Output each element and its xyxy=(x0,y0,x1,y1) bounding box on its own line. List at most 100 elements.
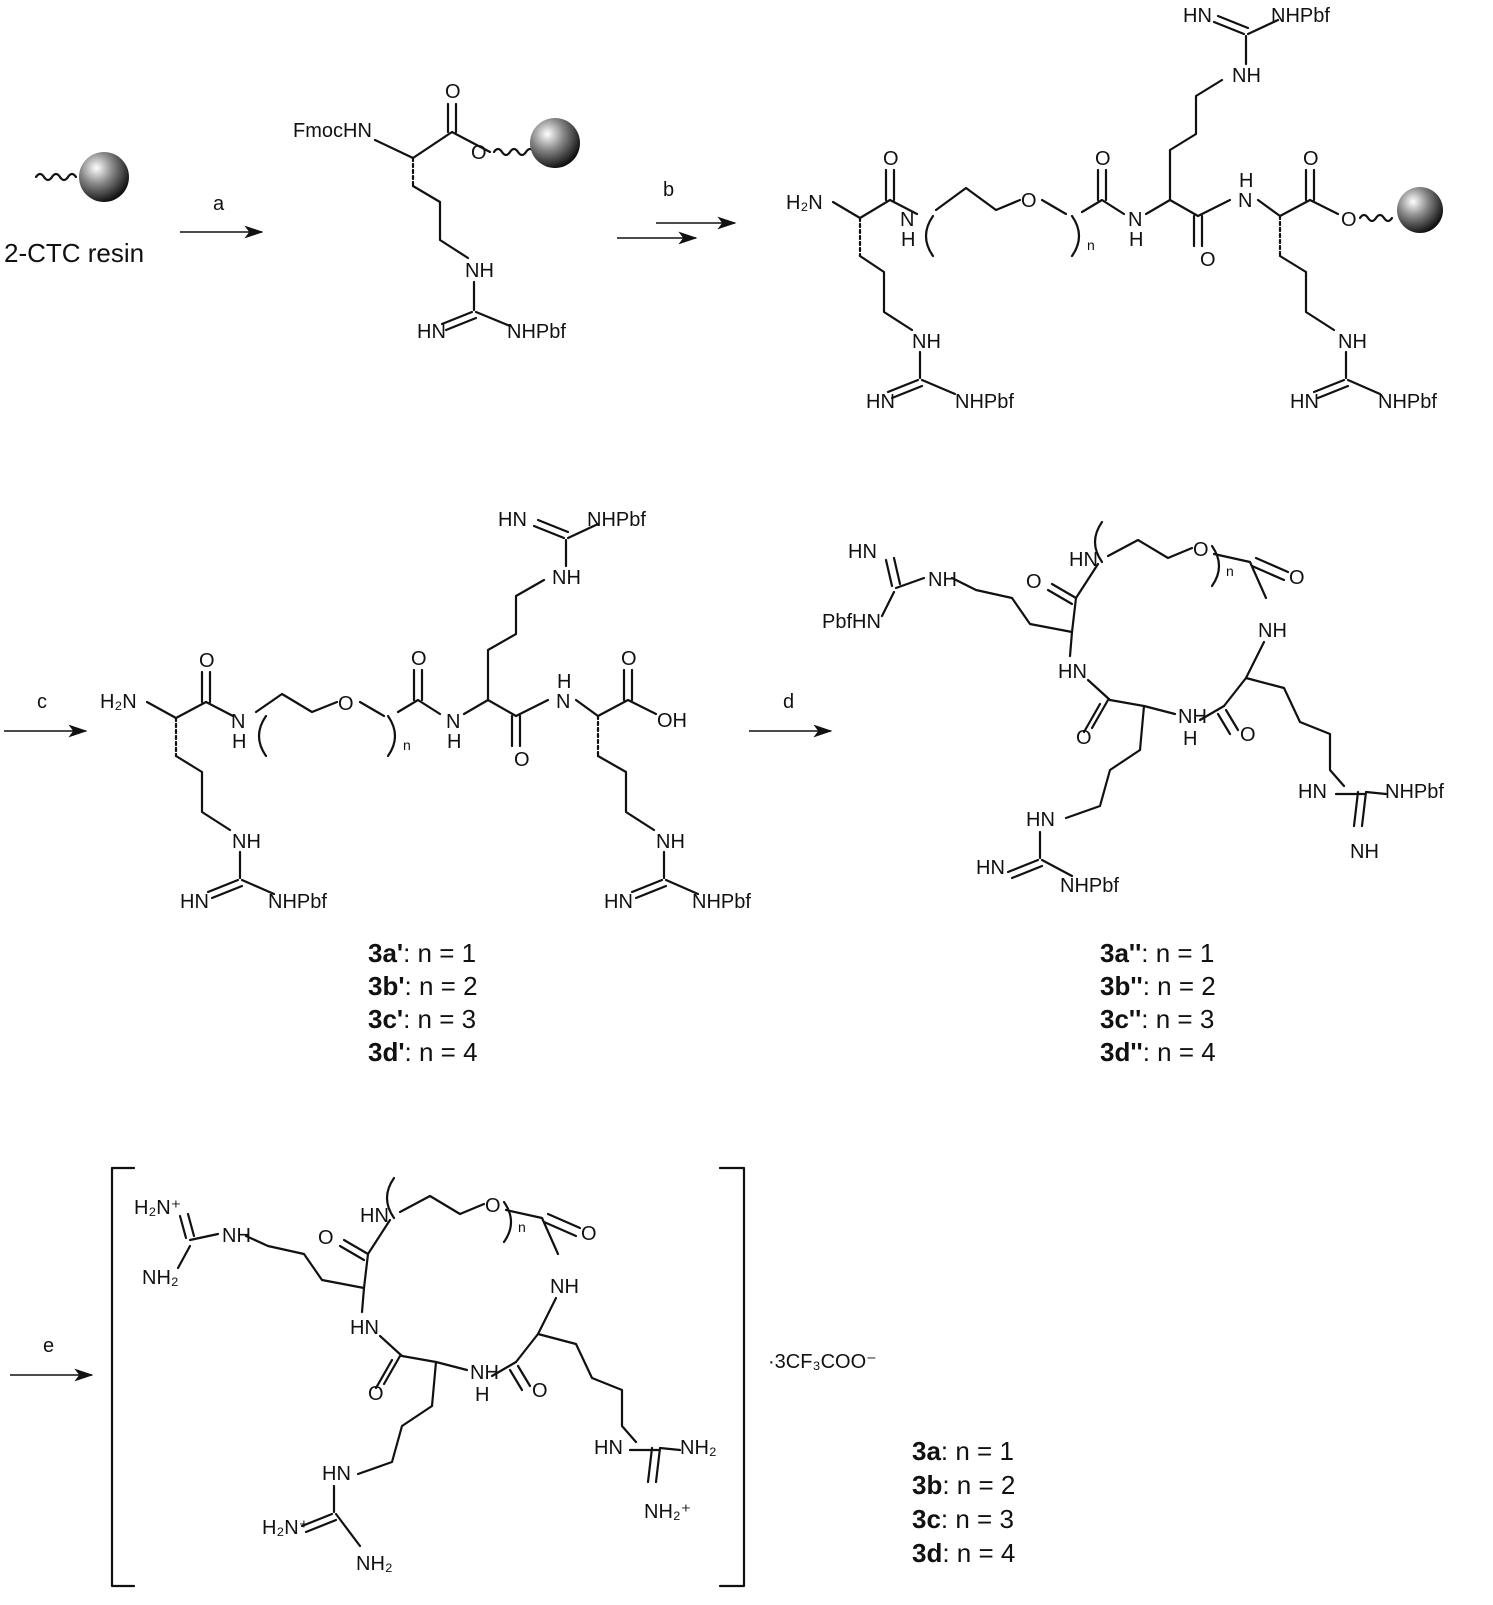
atom-label: NH xyxy=(552,567,581,589)
atom-label: H xyxy=(232,731,246,753)
resin-structure: 2-CTC resin xyxy=(4,152,144,268)
repeat-label: n xyxy=(403,737,411,753)
fmoc-arg-resin-structure: FmocHN O O NH HN NHPbf xyxy=(293,81,580,343)
atom-label: HN xyxy=(180,891,209,913)
atom-label: N xyxy=(1238,190,1252,212)
atom-label: FmocHN xyxy=(293,120,372,142)
atom-label: O xyxy=(471,142,487,164)
step-d: d xyxy=(749,691,833,738)
atom-label: NHPbf xyxy=(268,891,327,913)
atom-label: H₂N xyxy=(100,691,137,713)
atom-label: H xyxy=(475,1384,489,1406)
svg-text:3b: n = 2: 3b: n = 2 xyxy=(912,1470,1015,1500)
atom-label: H₂N xyxy=(786,192,823,214)
svg-text:3c: n = 3: 3c: n = 3 xyxy=(912,1504,1014,1534)
atom-label: H₂N⁺ xyxy=(262,1517,309,1539)
atom-label: HN xyxy=(360,1205,389,1227)
svg-text:3a': n = 1: 3a': n = 1 xyxy=(368,938,476,968)
atom-label: O xyxy=(581,1223,597,1245)
step-label: d xyxy=(783,691,794,713)
atom-label: H xyxy=(557,671,571,693)
atom-label: H₂N⁺ xyxy=(134,1197,181,1219)
atom-label: N xyxy=(446,711,460,733)
atom-label: O xyxy=(338,693,354,715)
atom-label: O xyxy=(1341,209,1357,231)
svg-text:3c': n = 3: 3c': n = 3 xyxy=(368,1004,476,1034)
atom-label: HN xyxy=(1298,781,1327,803)
right-bracket xyxy=(718,1166,746,1588)
resin-bead-icon xyxy=(530,118,580,168)
svg-text:3d'': n = 4: 3d'': n = 4 xyxy=(1100,1037,1216,1067)
deprotected-cyclic-peptide: HN O n O NH O NH H O HN O NH H₂N⁺ NH₂ HN… xyxy=(134,1176,717,1575)
atom-label: NH xyxy=(1232,65,1261,87)
atom-label: H xyxy=(901,229,915,251)
atom-label: O xyxy=(532,1380,548,1402)
atom-label: NH₂ xyxy=(142,1267,179,1289)
atom-label: O xyxy=(199,650,215,672)
atom-label: HN xyxy=(1069,549,1098,571)
atom-label: N xyxy=(231,711,245,733)
atom-label: O xyxy=(485,1195,501,1217)
resin-bound-linear-peptide: H₂N O N H O n O N H O N H O O NH HN NHPb… xyxy=(786,5,1443,413)
svg-text:3b'': n = 2: 3b'': n = 2 xyxy=(1100,971,1216,1001)
atom-label: NH xyxy=(222,1225,251,1247)
atom-label: NH xyxy=(1350,841,1379,863)
atom-label: NH xyxy=(550,1276,579,1298)
atom-label: NHPbf xyxy=(1060,875,1119,897)
compound-list-prime: 3a': n = 1 3b': n = 2 3c': n = 3 3d': n … xyxy=(368,938,478,1067)
atom-label: NH xyxy=(1258,620,1287,642)
atom-label: O xyxy=(445,81,461,103)
atom-label: HN xyxy=(866,391,895,413)
atom-label: HN xyxy=(976,857,1005,879)
atom-label: NHPbf xyxy=(692,891,751,913)
svg-text:3a: n = 1: 3a: n = 1 xyxy=(912,1436,1014,1466)
atom-label: NH₂ xyxy=(356,1553,393,1575)
atom-label: NH xyxy=(232,831,261,853)
atom-label: NHPbf xyxy=(1271,5,1330,27)
atom-label: H xyxy=(1129,229,1143,251)
atom-label: O xyxy=(514,749,530,771)
atom-label: O xyxy=(368,1383,384,1405)
atom-label: NHPbf xyxy=(1378,391,1437,413)
linear-peptide-acid: H₂N O N H O n O N H O N H O OH NH HN NHP… xyxy=(100,509,751,913)
atom-label: H xyxy=(1183,728,1197,750)
atom-label: O xyxy=(1303,148,1319,170)
step-label: b xyxy=(663,179,674,201)
atom-label: OH xyxy=(657,710,687,732)
atom-label: PbfHN xyxy=(822,611,881,633)
repeat-label: n xyxy=(1226,563,1234,579)
atom-label: HN xyxy=(1183,5,1212,27)
svg-text:3a'': n = 1: 3a'': n = 1 xyxy=(1100,938,1214,968)
atom-label: HN xyxy=(417,321,446,343)
atom-label: HN xyxy=(604,891,633,913)
step-b: b xyxy=(617,179,737,245)
atom-label: NH xyxy=(656,831,685,853)
svg-text:3d: n = 4: 3d: n = 4 xyxy=(912,1538,1015,1568)
atom-label: O xyxy=(1026,571,1042,593)
atom-label: O xyxy=(1095,148,1111,170)
resin-bead-icon xyxy=(79,152,129,202)
atom-label: H xyxy=(1239,170,1253,192)
repeat-label: n xyxy=(1087,237,1095,253)
resin-label: 2-CTC resin xyxy=(4,238,144,268)
step-c: c xyxy=(4,691,88,738)
compound-list-final: 3a: n = 1 3b: n = 2 3c: n = 3 3d: n = 4 xyxy=(912,1436,1015,1568)
atom-label: NH xyxy=(1178,706,1207,728)
atom-label: NHPbf xyxy=(955,391,1014,413)
compound-list-double-prime: 3a'': n = 1 3b'': n = 2 3c'': n = 3 3d''… xyxy=(1100,938,1216,1067)
atom-label: NH xyxy=(928,569,957,591)
atom-label: O xyxy=(1021,190,1037,212)
atom-label: HN xyxy=(1058,661,1087,683)
svg-text:3c'': n = 3: 3c'': n = 3 xyxy=(1100,1004,1214,1034)
step-label: a xyxy=(213,193,225,215)
atom-label: O xyxy=(1076,727,1092,749)
atom-label: O xyxy=(318,1227,334,1249)
atom-label: H xyxy=(447,731,461,753)
atom-label: NHPbf xyxy=(587,509,646,531)
atom-label: O xyxy=(621,648,637,670)
atom-label: N xyxy=(900,209,914,231)
atom-label: HN xyxy=(322,1463,351,1485)
atom-label: O xyxy=(1193,539,1209,561)
atom-label: NH xyxy=(470,1362,499,1384)
